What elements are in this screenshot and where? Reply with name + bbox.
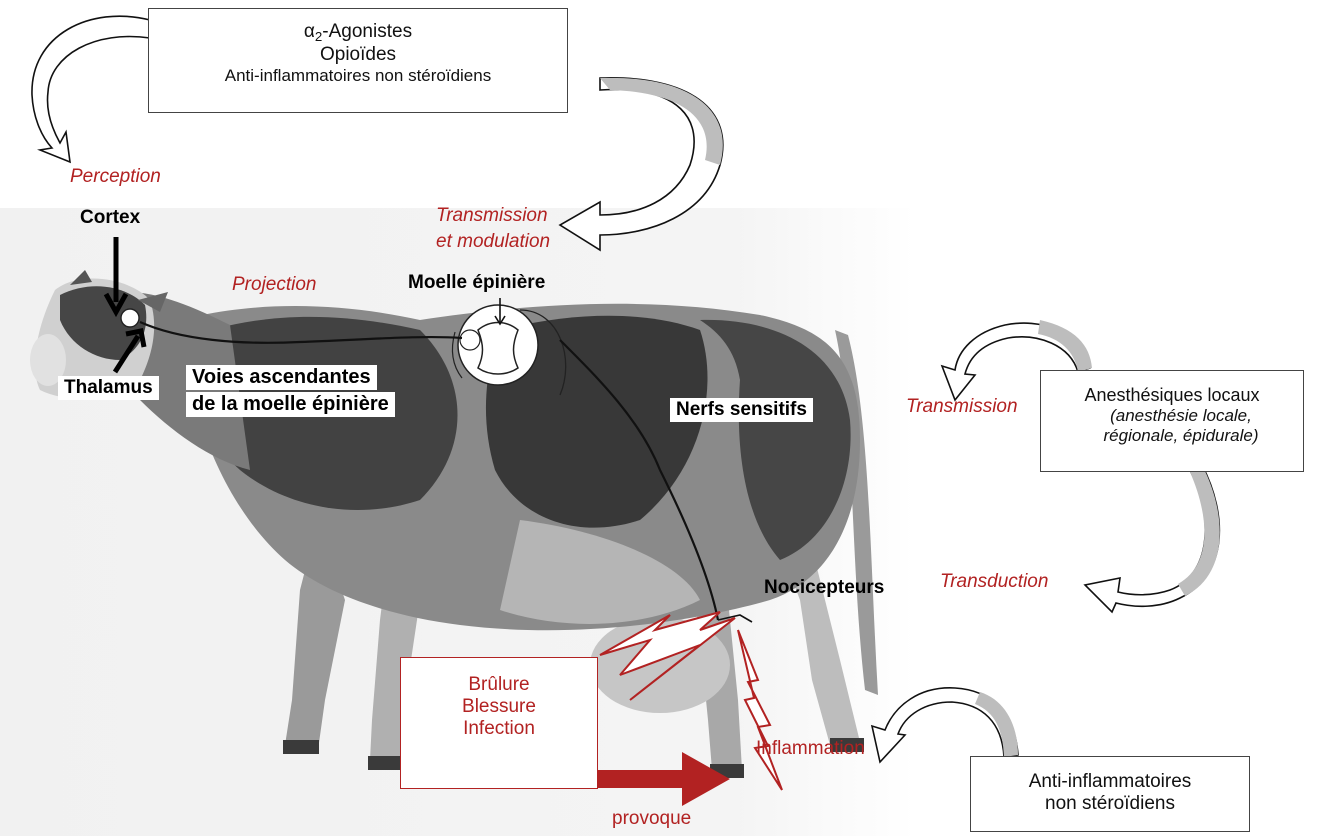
stimuli-box: Brûlure Blessure Infection — [400, 657, 598, 789]
alpha2-agonists-label: α2-Agonistes — [149, 21, 567, 44]
curved-arrow-icon — [1085, 465, 1220, 612]
label-nerfs-sensitifs: Nerfs sensitifs — [670, 398, 813, 422]
stage-transduction: Transduction — [940, 571, 1048, 593]
stage-inflammation: Inflammation — [756, 738, 865, 760]
local-anesthetics-title: Anesthésiques locaux — [1041, 385, 1303, 406]
stimulus-blessure: Blessure — [401, 696, 597, 718]
label-voies-ascendantes-2: de la moelle épinière — [186, 392, 395, 417]
brain-marker — [121, 309, 139, 327]
peripheral-ains-line-1: Anti-inflammatoires — [971, 771, 1249, 793]
label-moelle-epiniere: Moelle épinière — [408, 272, 545, 294]
agonistes-text: -Agonistes — [322, 21, 412, 42]
local-anesthetics-box: Anesthésiques locaux (anesthésie locale,… — [1040, 370, 1304, 472]
provoque-label: provoque — [612, 808, 691, 830]
stimulus-brulure: Brûlure — [401, 674, 597, 696]
stimulus-infection: Infection — [401, 718, 597, 740]
local-anesthetics-detail-2: régionale, épidurale) — [1041, 426, 1303, 446]
curved-arrow-icon — [32, 16, 150, 162]
stage-projection: Projection — [232, 274, 317, 296]
label-voies-ascendantes-1: Voies ascendantes — [186, 365, 377, 390]
stage-transmission-modulation-1: Transmission — [436, 205, 548, 227]
stage-transmission-modulation-2: et modulation — [436, 231, 550, 253]
label-thalamus: Thalamus — [58, 376, 159, 400]
stage-perception: Perception — [70, 166, 161, 188]
stage-transmission: Transmission — [906, 396, 1018, 418]
label-cortex: Cortex — [80, 207, 140, 229]
label-nocicepteurs: Nocicepteurs — [764, 577, 884, 599]
central-analgesics-box: α2-Agonistes Opioïdes Anti-inflammatoire… — [148, 8, 568, 113]
alpha-symbol: α — [304, 21, 315, 42]
local-anesthetics-detail-1: (anesthésie locale, — [1041, 406, 1303, 426]
peripheral-ains-line-2: non stéroïdiens — [971, 793, 1249, 815]
opioides-label: Opioïdes — [149, 44, 567, 66]
peripheral-ains-box: Anti-inflammatoires non stéroïdiens — [970, 756, 1250, 832]
ains-label: Anti-inflammatoires non stéroïdiens — [149, 66, 567, 86]
